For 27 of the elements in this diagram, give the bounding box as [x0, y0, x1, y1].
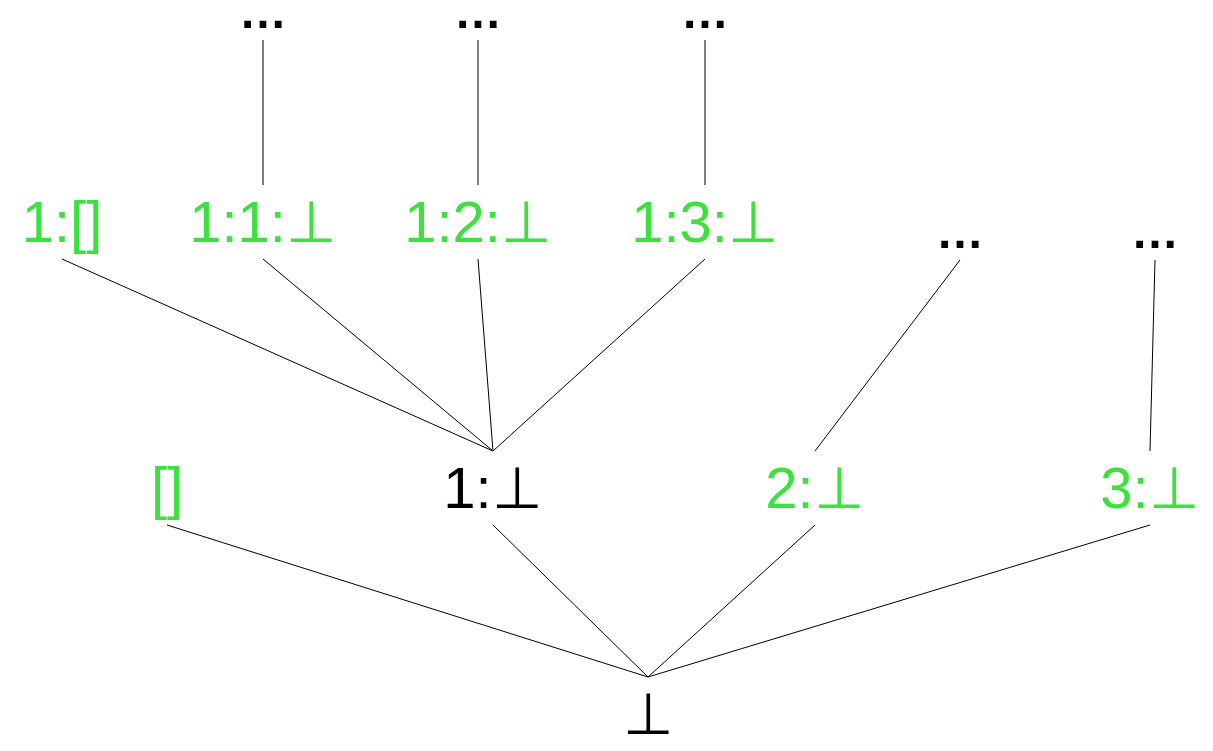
connector-line: [647, 524, 816, 678]
ellipsis-label: …: [1129, 204, 1181, 260]
ellipsis-label: …: [452, 0, 504, 40]
connector-line: [262, 39, 264, 186]
lattice-node-label: ⊥: [620, 677, 676, 751]
lattice-node-label: 3:⊥: [1098, 451, 1202, 525]
connector-line: [814, 259, 961, 452]
connector-line: [61, 258, 494, 452]
connector-line: [166, 524, 649, 678]
connector-line: [492, 258, 706, 452]
connector-line: [477, 258, 494, 452]
connector-line: [262, 258, 494, 452]
lattice-node-label: 1:3:⊥: [629, 185, 781, 259]
connector-line: [477, 39, 479, 186]
connector-line: [704, 39, 706, 186]
lattice-node-label: 1:[]: [19, 185, 105, 259]
lattice-node-label: 2:⊥: [763, 451, 867, 525]
ellipsis-label: …: [934, 204, 986, 260]
lattice-node-label: 1:⊥: [441, 451, 545, 525]
ellipsis-label: …: [237, 0, 289, 40]
ellipsis-label: …: [679, 0, 731, 40]
connector-line: [647, 524, 1151, 678]
lattice-node-label: 1:2:⊥: [402, 185, 554, 259]
lattice-node-label: 1:1:⊥: [187, 185, 339, 259]
lattice-node-label: []: [148, 451, 186, 525]
connector-line: [492, 524, 649, 678]
connector-line: [1149, 259, 1156, 452]
